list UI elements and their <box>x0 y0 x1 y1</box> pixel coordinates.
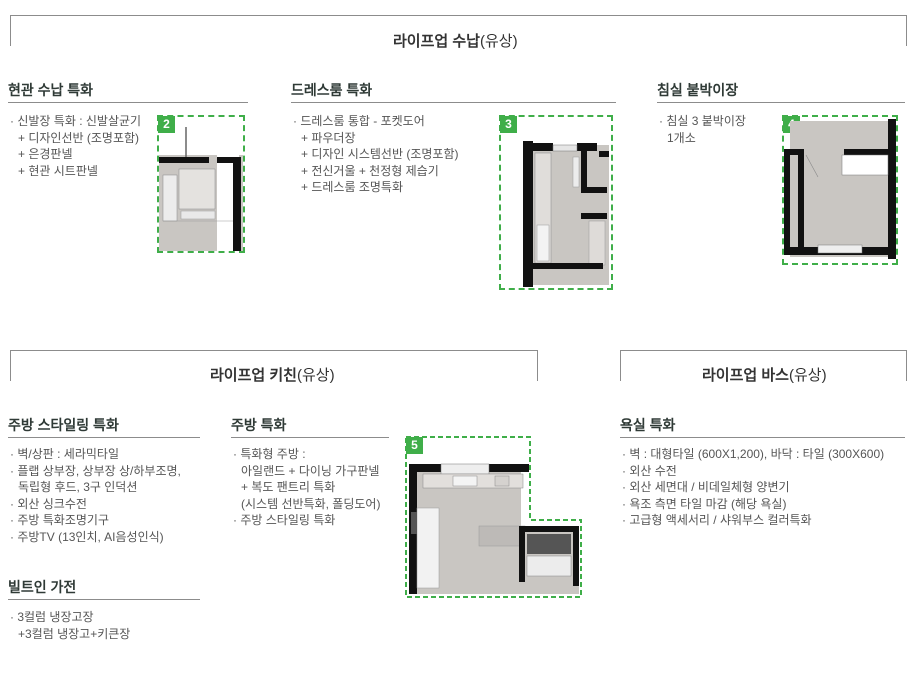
kitchen-special-rule <box>231 437 389 438</box>
list-item: · 벽 : 대형타일 (600X1,200), 바닥 : 타일 (300X600… <box>622 447 885 461</box>
kitchen-styling-title: 주방 스타일링 특화 <box>8 417 119 433</box>
list-item: · 3컬럼 냉장고장 <box>10 610 94 624</box>
bath-section-bracket <box>620 350 907 381</box>
dressroom-floorplan: 3 <box>499 115 613 290</box>
kitchen-section-title: 라이프업 키친(유상) <box>210 367 335 384</box>
list-item: + 파우더장 <box>301 130 356 145</box>
bedroom-rule <box>657 102 905 103</box>
entrance-plan-drawing <box>159 127 243 251</box>
list-item: (시스템 선반특화, 폴딩도어) <box>241 496 381 511</box>
list-item: · 욕조 측면 타일 마감 (해당 욕실) <box>622 496 787 511</box>
dressroom-list: · 드레스룸 통합 - 포켓도어 + 파우더장 + 디자인 시스템선반 (조명포… <box>293 113 458 196</box>
builtin-appliance-list: · 3컬럼 냉장고장 +3컬럼 냉장고+키큰장 <box>10 609 130 642</box>
bathroom-title: 욕실 특화 <box>620 417 676 433</box>
list-item: · 신발장 특화 : 신발살균기 <box>10 114 142 128</box>
storage-section-title: 라이프업 수납(유상) <box>393 33 518 50</box>
list-item: + 현관 시트판넬 <box>18 163 98 178</box>
list-item: +3컬럼 냉장고+키큰장 <box>18 626 131 641</box>
list-item: · 외산 세면대 / 비데일체형 양변기 <box>622 480 790 494</box>
list-item: 아일랜드 + 다이닝 가구판넬 <box>241 463 380 478</box>
kitchen-floorplan: 5 <box>405 436 583 599</box>
list-item: + 전신거울 + 천정형 제습기 <box>301 163 439 178</box>
entrance-floorplan: 2 <box>157 115 245 253</box>
list-item: · 드레스룸 통합 - 포켓도어 <box>293 114 425 128</box>
list-item: · 특화형 주방 : <box>233 447 306 461</box>
bedroom-plan-drawing <box>784 119 896 259</box>
bath-section-title: 라이프업 바스(유상) <box>702 367 827 384</box>
list-item: · 외산 수전 <box>622 463 677 478</box>
list-item: + 복도 팬트리 특화 <box>241 480 336 494</box>
list-item: · 고급형 액세서리 / 샤워부스 컬러특화 <box>622 513 812 527</box>
kitchen-styling-rule <box>8 437 200 438</box>
kitchen-section-bracket <box>10 350 538 381</box>
list-item: + 디자인선반 (조명포함) <box>18 130 140 145</box>
bedroom-title: 침실 붙박이장 <box>657 82 739 98</box>
list-item: 독립형 후드, 3구 인덕션 <box>18 480 138 494</box>
plan-number-badge: 3 <box>500 116 517 133</box>
list-item: · 주방 특화조명기구 <box>10 513 109 527</box>
bathroom-rule <box>620 437 905 438</box>
storage-section-bracket <box>10 15 907 46</box>
kitchen-plan-drawing <box>405 436 582 598</box>
list-item: + 디자인 시스템선반 (조명포함) <box>301 147 459 161</box>
entrance-title: 현관 수납 특화 <box>8 82 94 98</box>
dressroom-plan-drawing <box>523 141 609 287</box>
list-item: 1개소 <box>667 130 696 145</box>
plan-number-badge: 5 <box>406 437 423 454</box>
kitchen-special-list: · 특화형 주방 : 아일랜드 + 다이닝 가구판넬 + 복도 팬트리 특화 (… <box>233 446 380 529</box>
list-item: · 외산 싱크수전 <box>10 496 87 511</box>
bedroom-list: · 침실 3 붙박이장 1개소 <box>659 113 746 146</box>
plan-number-badge: 2 <box>158 116 175 133</box>
entrance-rule <box>8 102 248 103</box>
list-item: · 주방 스타일링 특화 <box>233 513 336 527</box>
kitchen-styling-list: · 벽/상판 : 세라믹타일 · 플랩 상부장, 상부장 상/하부조명, 독립형… <box>10 446 181 545</box>
list-item: + 은경판넬 <box>18 147 73 161</box>
list-item: · 벽/상판 : 세라믹타일 <box>10 447 119 461</box>
builtin-appliance-title: 빌트인 가전 <box>8 579 77 595</box>
bathroom-list: · 벽 : 대형타일 (600X1,200), 바닥 : 타일 (300X600… <box>622 446 884 529</box>
builtin-appliance-rule <box>8 599 200 600</box>
kitchen-special-title: 주방 특화 <box>231 417 287 433</box>
list-item: · 주방TV (13인치, AI음성인식) <box>10 529 164 544</box>
list-item: · 침실 3 붙박이장 <box>659 114 746 128</box>
list-item: · 플랩 상부장, 상부장 상/하부조명, <box>10 463 181 478</box>
list-item: + 드레스룸 조명특화 <box>301 180 403 194</box>
bedroom-floorplan: 4 <box>782 115 898 265</box>
dressroom-rule <box>291 102 616 103</box>
entrance-list: · 신발장 특화 : 신발살균기 + 디자인선반 (조명포함) + 은경판넬 +… <box>10 113 141 179</box>
dressroom-title: 드레스룸 특화 <box>291 82 373 98</box>
